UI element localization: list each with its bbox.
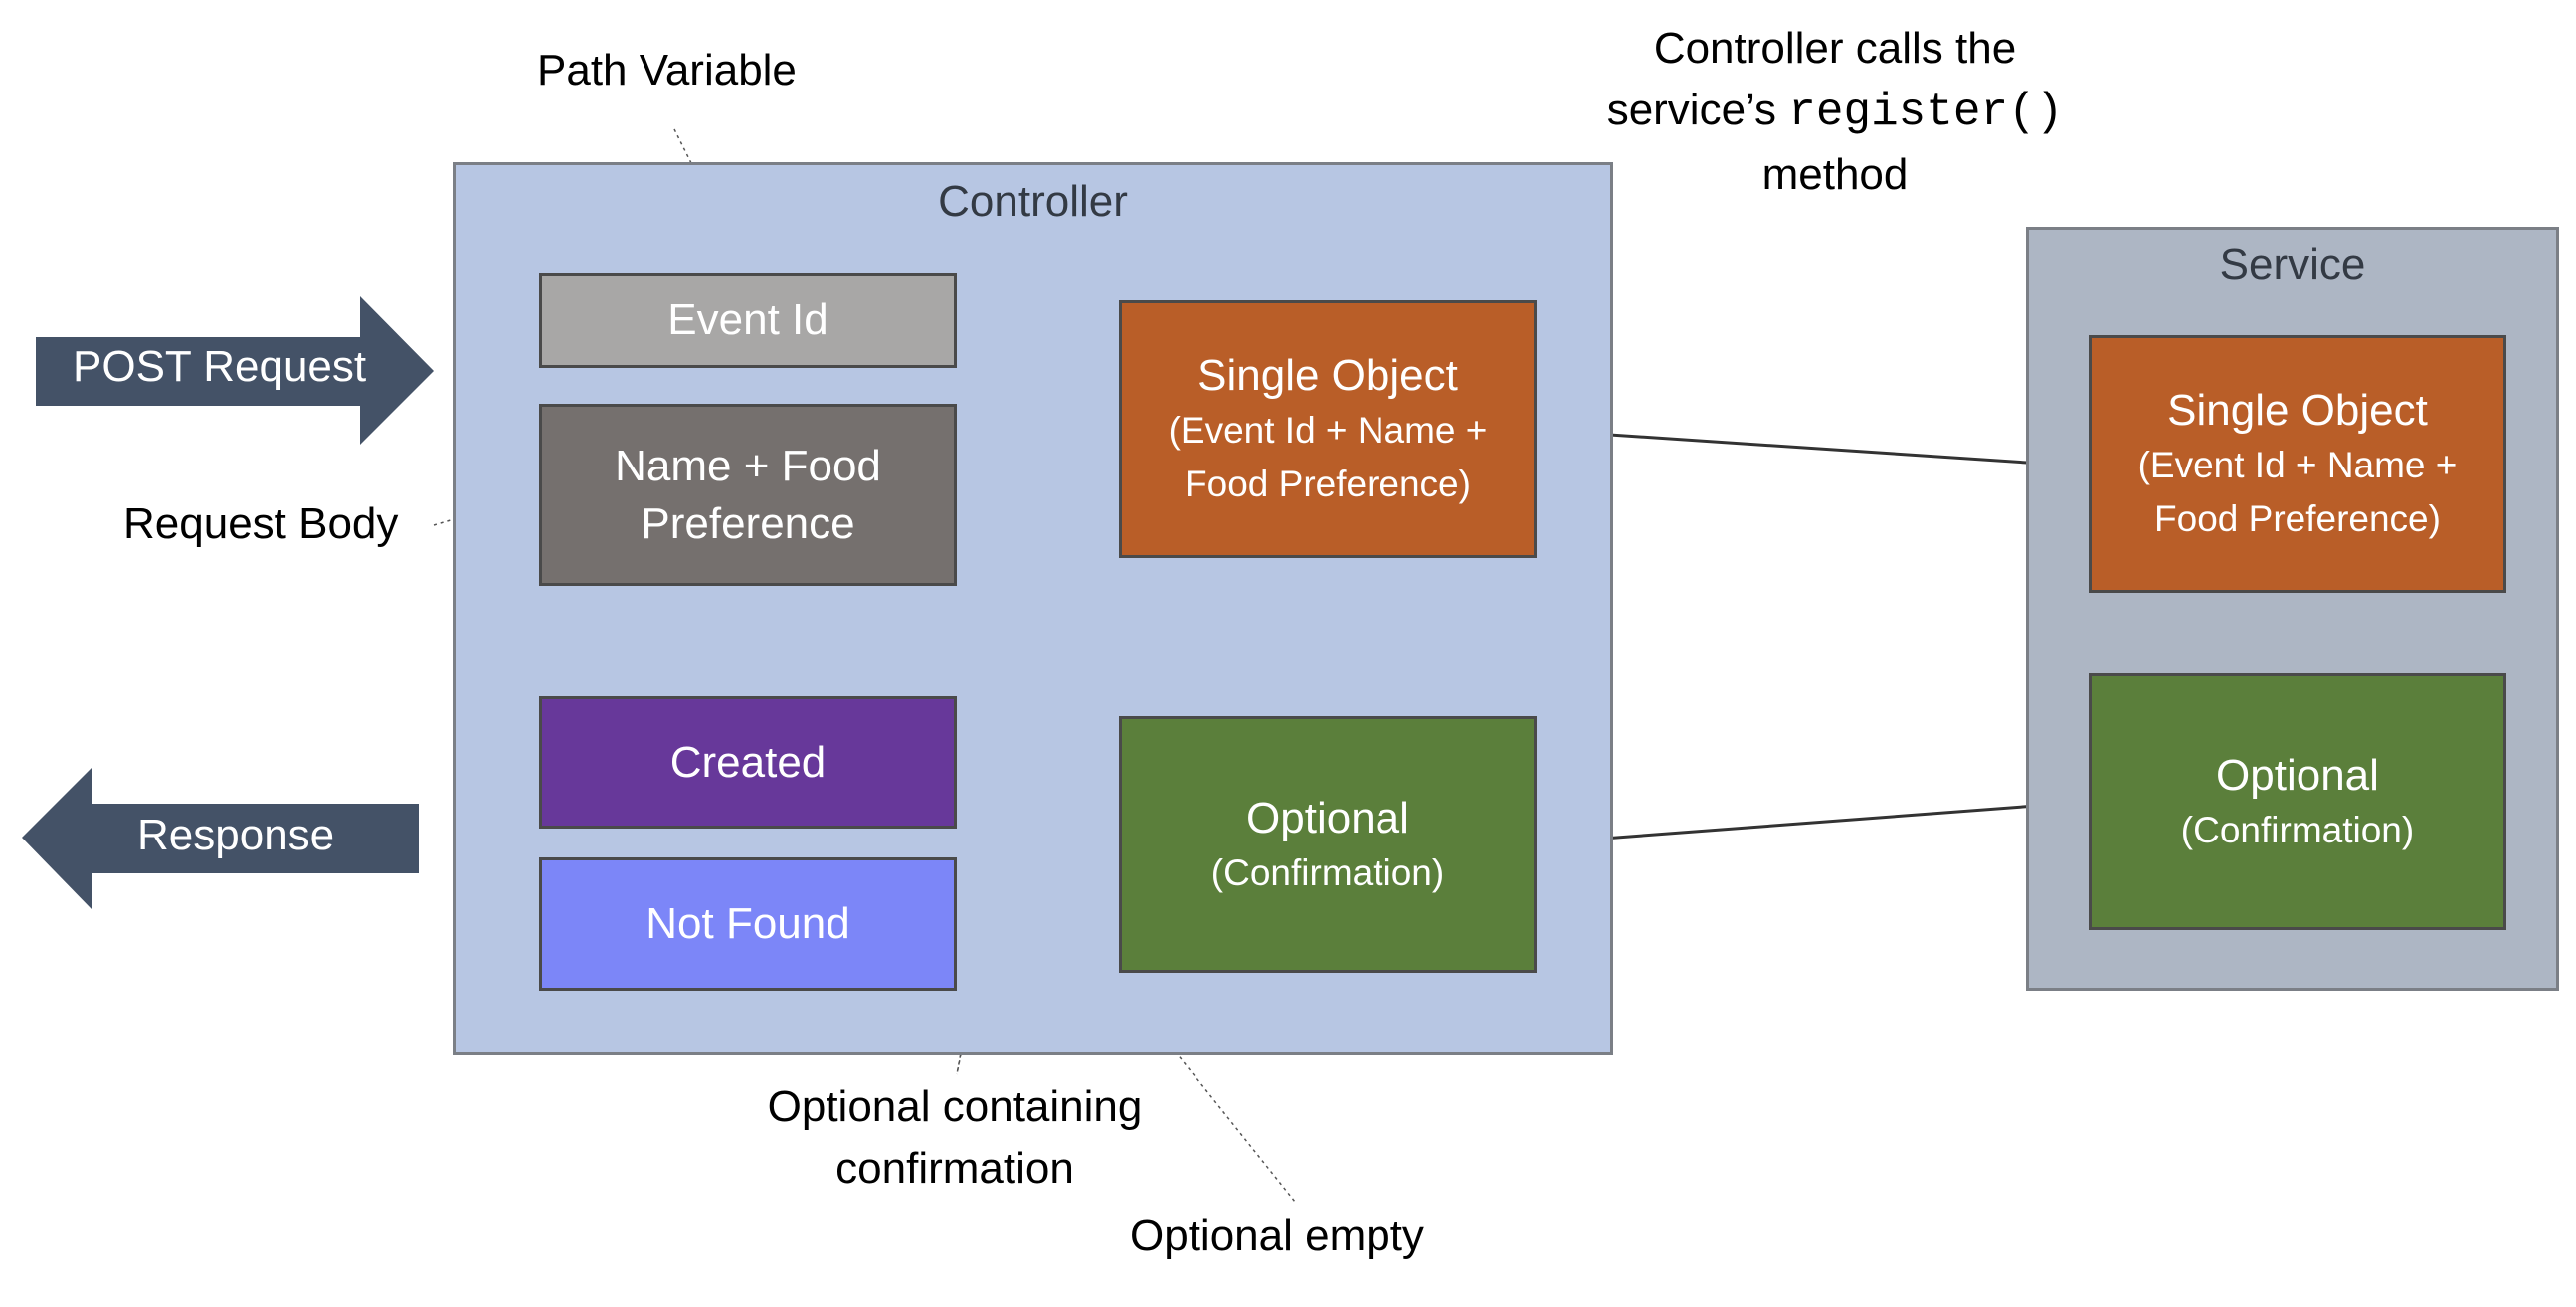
controller-title: Controller [938, 177, 1128, 226]
request-body-annotation: Request Body [123, 499, 399, 548]
controller-single-object-line2: Food Preference) [1185, 464, 1471, 505]
optional-containing-line1: Optional containing [767, 1082, 1143, 1131]
path-variable-annotation: Path Variable [537, 46, 797, 94]
event-id-box: Event Id [539, 273, 957, 368]
controller-single-object-title: Single Object [1197, 351, 1458, 401]
response-label: Response [137, 811, 335, 859]
service-single-object-title: Single Object [2167, 386, 2428, 436]
created-label: Created [669, 737, 827, 787]
service-title: Service [2219, 240, 2366, 288]
name-food-box: Name + Food Preference [539, 404, 957, 586]
not-found-box: Not Found [539, 857, 957, 991]
optional-empty-annotation: Optional empty [1130, 1212, 1424, 1260]
service-optional-sub: (Confirmation) [2180, 809, 2415, 850]
service-optional-box: Optional (Confirmation) [2089, 673, 2506, 930]
name-food-label-line2: Preference [641, 498, 855, 548]
controller-calls-annotation: Controller calls the service’s register(… [1581, 18, 2089, 206]
service-single-object-line2: Food Preference) [2154, 498, 2441, 540]
controller-single-object-box: Single Object (Event Id + Name + Food Pr… [1119, 300, 1537, 558]
not-found-label: Not Found [645, 899, 850, 949]
post-request-arrow-shape [36, 296, 434, 445]
controller-optional-box: Optional (Confirmation) [1119, 716, 1537, 973]
event-id-label: Event Id [667, 295, 828, 345]
service-optional-title: Optional [2216, 750, 2379, 800]
service-single-object-box: Single Object (Event Id + Name + Food Pr… [2089, 335, 2506, 593]
controller-calls-line3: method [1761, 149, 1909, 199]
controller-calls-line1: Controller calls the [1653, 24, 2017, 73]
optional-containing-annotation: Optional containing confirmation [716, 1076, 1194, 1199]
return-optional-arrow [1535, 800, 2090, 856]
response-arrow-shape [22, 768, 419, 909]
post-request-label: POST Request [73, 342, 367, 391]
created-box: Created [539, 696, 957, 829]
controller-calls-line2: service’s register() [1581, 80, 2089, 144]
controller-single-object-line1: (Event Id + Name + [1168, 410, 1488, 452]
service-single-object-line1: (Event Id + Name + [2137, 445, 2458, 486]
controller-optional-sub: (Confirmation) [1210, 851, 1445, 893]
controller-calls-prefix: service’s [1606, 85, 1789, 134]
optional-containing-line2: confirmation [835, 1143, 1074, 1193]
call-register-arrow [1535, 428, 2090, 480]
register-method-code: register() [1788, 86, 2064, 138]
name-food-label-line1: Name + Food [615, 442, 881, 491]
controller-optional-title: Optional [1246, 793, 1409, 842]
